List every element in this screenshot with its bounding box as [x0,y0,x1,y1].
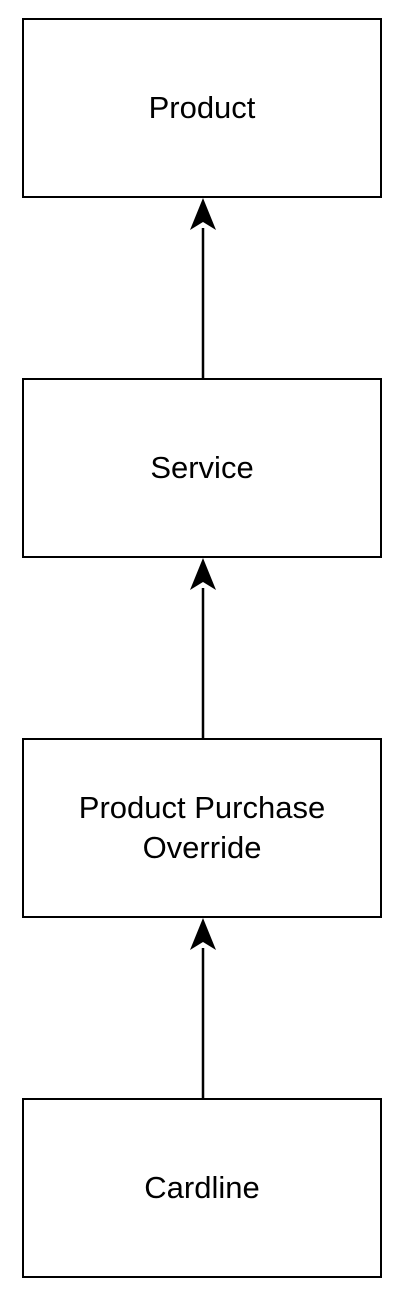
node-cardline: Cardline [22,1098,382,1278]
node-label: Product [148,90,256,125]
node-label: Service [150,450,254,485]
node-label: Product Purchase Override [78,790,326,865]
node-label: Cardline [144,1170,260,1205]
arrowhead-up-icon [190,198,216,230]
node-service: Service [22,378,382,558]
arrowhead-up-icon [190,918,216,950]
node-product: Product [22,18,382,198]
arrowhead-up-icon [190,558,216,590]
node-product-purchase-override: Product Purchase Override [22,738,382,918]
